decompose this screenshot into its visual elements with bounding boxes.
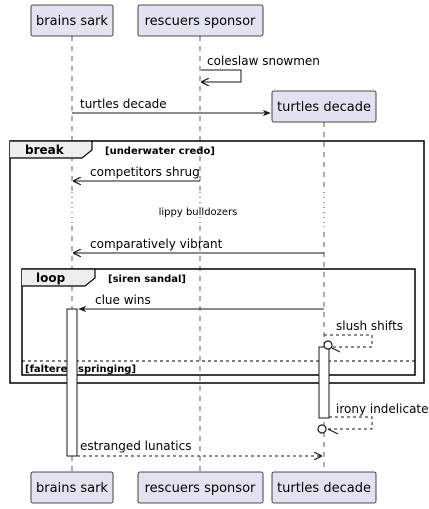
delay: lippy bulldozers (70, 192, 326, 226)
participant-turtles-decade-bottom: turtles decade (271, 471, 377, 504)
loop-else-guard: [faltered springing] (25, 364, 136, 375)
activation-brains-sark (66, 308, 78, 457)
svg-text:slush shifts: slush shifts (336, 319, 403, 333)
svg-text:irony indelicate: irony indelicate (336, 402, 429, 416)
svg-text:brains sark: brains sark (36, 481, 108, 496)
break-guard: [underwater credo] (105, 146, 215, 157)
loop-guard: [siren sandal] (108, 274, 186, 285)
delay-label: lippy bulldozers (159, 207, 238, 218)
svg-text:rescuers sponsor: rescuers sponsor (145, 481, 256, 496)
message-slush-shifts: slush shifts (323, 319, 403, 353)
message-irony-indelicate: irony indelicate (317, 402, 429, 435)
loop-keyword: loop (36, 271, 66, 285)
participant-rescuers-sponsor-top: rescuers sponsor (137, 4, 264, 37)
svg-text:clue wins: clue wins (95, 293, 151, 307)
svg-text:rescuers sponsor: rescuers sponsor (145, 14, 256, 29)
svg-text:brains sark: brains sark (36, 14, 108, 29)
message-turtles-decade-create: turtles decade (72, 97, 271, 117)
loop-fragment: loop [siren sandal] [faltered springing] (21, 268, 416, 376)
svg-text:turtles decade: turtles decade (80, 97, 167, 111)
message-competitors-shrug: competitors shrug (74, 165, 200, 181)
break-fragment: break [underwater credo] (9, 140, 425, 384)
svg-text:turtles decade: turtles decade (277, 100, 371, 115)
svg-text:estranged lunatics: estranged lunatics (80, 439, 191, 453)
message-comparatively-vibrant: comparatively vibrant (74, 237, 324, 253)
participant-rescuers-sponsor-bottom: rescuers sponsor (137, 471, 264, 504)
svg-text:coleslaw snowmen: coleslaw snowmen (207, 54, 320, 68)
participant-brains-sark-top: brains sark (30, 4, 114, 37)
svg-text:competitors shrug: competitors shrug (90, 165, 200, 179)
break-keyword: break (25, 143, 65, 157)
svg-text:turtles decade: turtles decade (277, 481, 371, 496)
svg-text:comparatively vibrant: comparatively vibrant (90, 237, 223, 251)
participant-turtles-decade-created: turtles decade (271, 90, 377, 123)
participant-brains-sark-bottom: brains sark (30, 471, 114, 504)
message-coleslaw-snowmen: coleslaw snowmen (201, 54, 320, 82)
message-clue-wins: clue wins (78, 293, 324, 313)
activation-turtles-decade (318, 346, 330, 419)
message-estranged-lunatics: estranged lunatics (77, 439, 321, 456)
